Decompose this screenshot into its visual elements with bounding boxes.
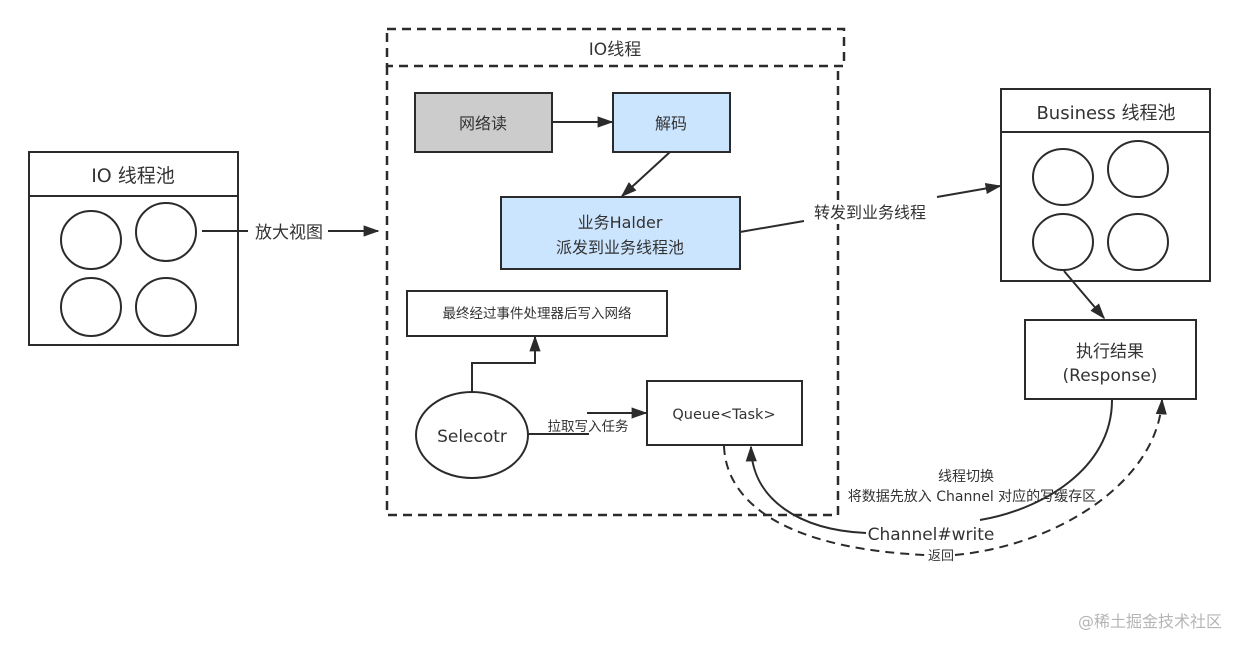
- business-thread-circle: [1107, 140, 1169, 198]
- final-write-node[interactable]: 最终经过事件处理器后写入网络: [406, 290, 668, 337]
- return-arrow-to-result: [954, 398, 1167, 556]
- io-thread-frame[interactable]: IO线程 网络读 解码 业务Halder 派发到业务线程池 最终经过事件处理器后…: [385, 27, 846, 517]
- io-thread-circle: [135, 202, 197, 262]
- business-thread-pool[interactable]: Business 线程池: [1000, 88, 1211, 282]
- zoom-view-label: 放大视图: [255, 223, 323, 243]
- channel-write-to-queue-arrow: [745, 445, 867, 534]
- result-label-line1: 执行结果: [1076, 342, 1144, 362]
- return-label: 返回: [928, 549, 954, 564]
- handler-label-line1: 业务Halder: [578, 213, 663, 232]
- pull-task-label: 拉取写入任务: [548, 419, 629, 435]
- io-thread-pool[interactable]: IO 线程池: [28, 151, 239, 346]
- channel-write-curve: [979, 399, 1113, 521]
- forward-label: 转发到业务线程: [814, 203, 926, 222]
- io-thread-circle: [135, 277, 197, 337]
- final-write-label: 最终经过事件处理器后写入网络: [443, 306, 632, 322]
- task-queue-node[interactable]: Queue<Task>: [646, 380, 803, 446]
- business-to-result-arrow: [1063, 270, 1106, 320]
- network-read-node[interactable]: 网络读: [414, 92, 553, 153]
- execution-result-node[interactable]: 执行结果 (Response): [1024, 319, 1197, 400]
- business-pool-box: [1000, 88, 1211, 282]
- io-thread-circle: [60, 277, 122, 337]
- selector-to-final-write-arrow: [471, 335, 541, 392]
- io-thread-frame-title: IO线程: [589, 40, 641, 60]
- thread-switch-label-line1: 线程切换: [938, 468, 994, 485]
- return-curve-left: [723, 445, 926, 556]
- business-pool-title: Business 线程池: [1036, 103, 1175, 124]
- business-thread-circle: [1107, 213, 1169, 271]
- business-thread-circle: [1032, 148, 1094, 206]
- zoom-view-edge: 放大视图: [202, 223, 380, 243]
- io-thread-frame-outer: [385, 27, 846, 68]
- decode-to-handler-arrow: [620, 151, 671, 198]
- forward-to-business-edge: 转发到业务线程: [739, 182, 1002, 233]
- thread-switch-label-line2: 将数据先放入 Channel 对应的写缓存区: [848, 488, 1096, 505]
- network-read-label: 网络读: [459, 114, 507, 133]
- decode-node[interactable]: 解码: [612, 92, 731, 153]
- handler-label-line2: 派发到业务线程池: [556, 238, 684, 257]
- task-queue-label: Queue<Task>: [672, 407, 775, 423]
- watermark: @稀土掘金技术社区: [1078, 612, 1222, 631]
- business-handler-node[interactable]: 业务Halder 派发到业务线程池: [500, 196, 741, 270]
- io-pool-title: IO 线程池: [91, 165, 175, 187]
- channel-write-label: Channel#write: [868, 525, 995, 545]
- io-thread-circle: [60, 210, 122, 270]
- decode-label: 解码: [655, 114, 687, 133]
- io-pool-box: [28, 151, 239, 346]
- result-label-line2: (Response): [1063, 366, 1158, 386]
- selector-node[interactable]: Selecotr: [415, 391, 529, 479]
- business-thread-circle: [1032, 213, 1094, 271]
- selector-label: Selecotr: [437, 427, 507, 447]
